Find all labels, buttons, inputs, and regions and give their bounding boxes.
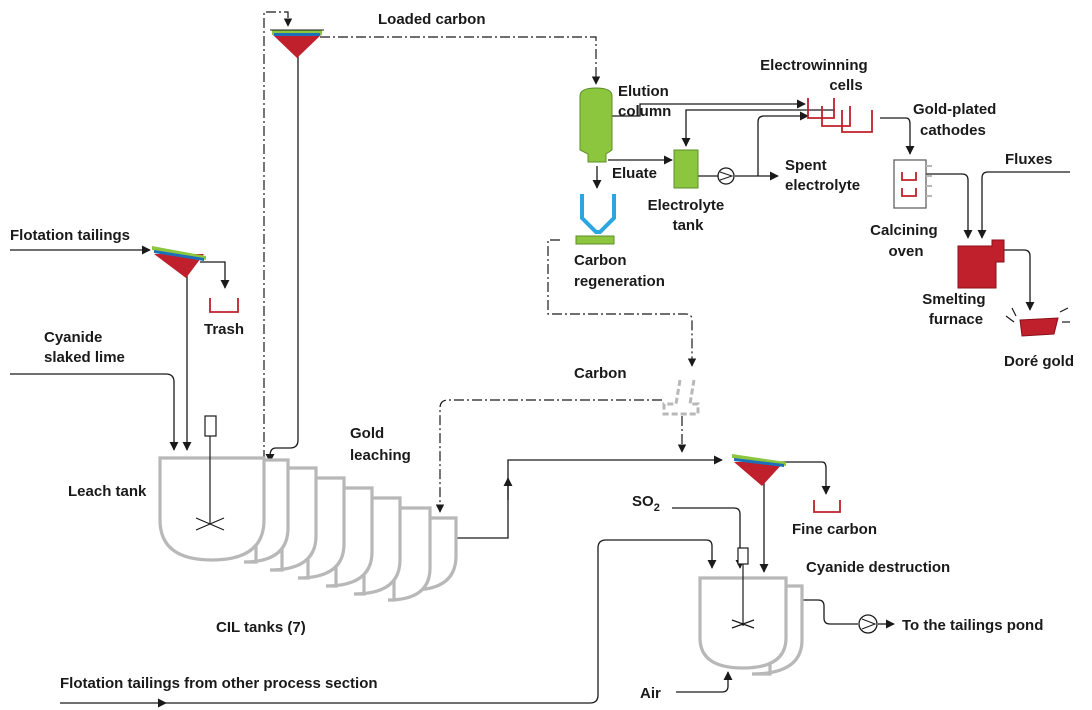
cyanide-feed-line [10, 373, 179, 451]
calcining-oven [893, 159, 932, 209]
air-label: Air [640, 685, 661, 702]
carbon-regeneration-label: Carbon regeneration [574, 252, 665, 290]
gold-leaching-label: Gold leaching [350, 425, 411, 464]
fluxes-label: Fluxes [1005, 151, 1053, 168]
so2-label: SO2 [632, 493, 660, 514]
column-to-cells-line [612, 99, 806, 117]
loaded-carbon-line [320, 36, 601, 85]
elution-column-label: Elution column [618, 83, 673, 120]
so2-line [672, 507, 745, 569]
electrolyte-tank-label: Electrolyte tank [648, 197, 729, 234]
furnace-to-dore-line [1002, 249, 1035, 311]
destruction-tank-impeller [731, 619, 755, 629]
fine-carbon-screen [732, 454, 786, 486]
carbon-label: Carbon [574, 365, 627, 382]
smelting-furnace [957, 239, 1005, 289]
tailings-pump-icon [858, 614, 878, 634]
cil-discharge-line [456, 455, 723, 539]
dore-gold-label: Doré gold [1004, 353, 1074, 370]
air-line [676, 671, 733, 693]
leach-tank-label: Leach tank [68, 483, 147, 500]
flotation-tailings-label: Flotation tailings [10, 227, 130, 244]
loaded-carbon-label: Loaded carbon [378, 11, 486, 28]
to-tailings-pond-label: To the tailings pond [902, 617, 1043, 634]
trash-line [200, 261, 230, 289]
dore-gold-bar [1005, 307, 1070, 337]
trash-label: Trash [204, 321, 244, 338]
electrolyte-tank [673, 149, 699, 189]
flotation-tailings-other-label: Flotation tailings from other process se… [60, 675, 378, 692]
cells-return-line [681, 109, 835, 147]
cil-tank-2 [269, 466, 318, 572]
cil-tanks-label: CIL tanks (7) [216, 619, 306, 636]
fine-carbon-line [780, 461, 831, 495]
cyanide-slaked-lime-label: Cyanide slaked lime [44, 329, 125, 366]
elution-column [579, 87, 613, 163]
trash-bin [209, 298, 239, 313]
flotation-tailings-screen [152, 246, 206, 278]
gold-plated-cathodes-label: Gold-plated cathodes [913, 101, 1001, 139]
calcining-oven-label: Calcining oven [870, 222, 942, 260]
cil-tank-1 [243, 458, 290, 564]
carbon-regeneration-kiln [575, 194, 616, 245]
leach-tank-impeller [195, 517, 225, 531]
cathodes-line [880, 117, 915, 155]
leach-tank [158, 456, 266, 562]
cyanide-destruction-tanks [698, 547, 804, 676]
pump-to-cells-line [757, 111, 809, 176]
fine-carbon-bin [813, 500, 841, 513]
cyanide-destruction-label: Cyanide destruction [806, 559, 950, 576]
fluxes-line [977, 171, 1070, 239]
top-carbon-screen [270, 29, 324, 58]
electrowinning-cells [807, 98, 873, 133]
regenerated-carbon-line [547, 239, 697, 367]
destruction-tank-motor [737, 547, 749, 565]
carbon-hopper [662, 379, 700, 416]
other-tailings-route [166, 539, 717, 704]
carbon-to-cil-line [435, 399, 662, 513]
tailings-pond-line [800, 599, 858, 625]
spent-electrolyte-label: Spent electrolyte [785, 157, 860, 194]
loaded-carbon-return-line [263, 11, 293, 460]
leach-tank-motor [204, 415, 217, 437]
smelting-furnace-label: Smelting furnace [922, 291, 990, 328]
top-screen-underflow-line [265, 56, 299, 463]
pump-icon [717, 167, 735, 185]
oven-to-furnace-line [926, 173, 973, 239]
fine-carbon-label: Fine carbon [792, 521, 877, 538]
cil-tank-train [158, 415, 458, 602]
flow-lines [10, 11, 1070, 708]
eluate-label: Eluate [612, 165, 657, 182]
electrowinning-cells-label: Electrowinning cells [760, 57, 872, 94]
